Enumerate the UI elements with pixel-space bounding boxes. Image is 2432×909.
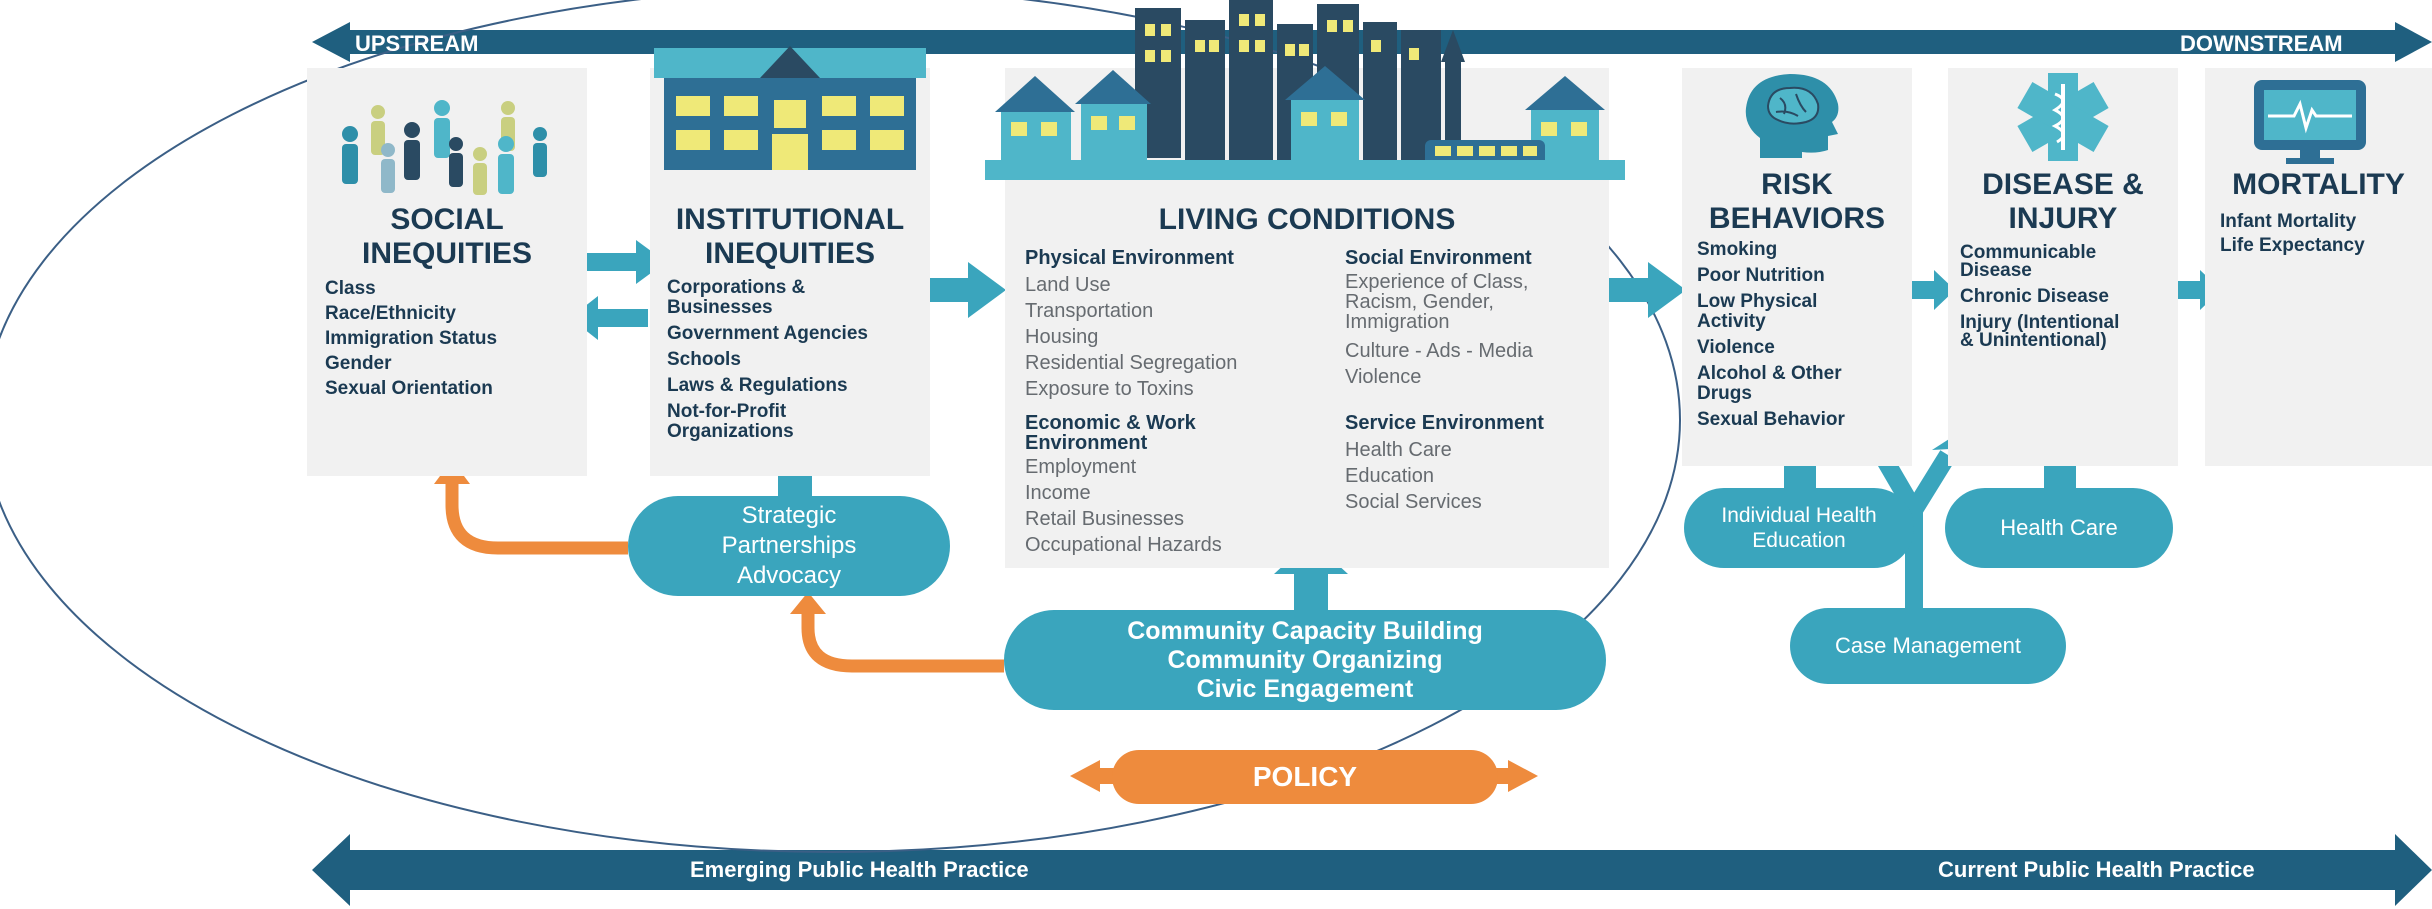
disease-item-communicable: Communicable Disease: [1960, 242, 2097, 281]
physical-item-transportation: Transportation: [1025, 300, 1154, 322]
social-item-sexual-orientation: Sexual Orientation: [325, 378, 493, 399]
social-item-class: Class: [325, 278, 376, 299]
community-capacity-pill: Community Capacity Building Community Or…: [1004, 610, 1606, 710]
living-conditions-title: LIVING CONDITIONS: [1158, 203, 1456, 236]
disease-injury-list: Communicable Disease Chronic Disease Inj…: [1960, 242, 2120, 351]
policy-pill: POLICY: [1112, 750, 1498, 804]
people-crowd-icon: [330, 78, 570, 198]
individual-health-education-pill: Individual Health Education: [1684, 488, 1914, 568]
strategic-partnerships-pill: Strategic Partnerships Advocacy: [628, 496, 950, 596]
economic-item-income: Income: [1025, 482, 1091, 504]
case-management-y-connector: [1874, 450, 1956, 612]
social-inequities-title: SOCIAL INEQUITIES: [361, 203, 533, 270]
risk-behaviors-list: Smoking Poor Nutrition Low Physical Acti…: [1697, 240, 1845, 430]
service-item-health-care: Health Care: [1345, 439, 1452, 461]
economic-item-retail: Retail Businesses: [1025, 508, 1184, 530]
social-env-item-culture: Culture - Ads - Media: [1345, 340, 1533, 362]
disease-injury-title: DISEASE & INJURY: [1982, 168, 2144, 235]
policy-label: POLICY: [1252, 761, 1358, 792]
physical-item-segregation: Residential Segregation: [1025, 352, 1238, 374]
institutional-item-schools: Schools: [667, 349, 741, 370]
orange-curve-to-social: [445, 482, 628, 555]
risk-item-physical-activity: Low Physical Activity: [1697, 291, 1818, 332]
physical-env-title: Physical Environment: [1025, 247, 1234, 269]
arrow-risk-to-disease: [1912, 270, 1955, 310]
economic-env-list: Employment Income Retail Businesses Occu…: [1025, 454, 1222, 558]
economic-env-title: Economic & Work Environment: [1025, 412, 1196, 454]
social-env-item-violence: Violence: [1345, 366, 1422, 388]
case-management-label: Case Management: [1835, 633, 2021, 658]
arrow-living-to-risk: [1608, 262, 1686, 318]
institutional-item-government: Government Agencies: [667, 323, 868, 344]
medical-star-icon: [2008, 70, 2118, 165]
heart-monitor-icon: [2250, 76, 2370, 166]
disease-item-injury: Injury (Intentional & Unintentional): [1960, 312, 2120, 351]
service-item-education: Education: [1345, 465, 1434, 487]
social-item-gender: Gender: [325, 353, 392, 374]
risk-item-sexual-behavior: Sexual Behavior: [1697, 409, 1845, 430]
economic-item-hazards: Occupational Hazards: [1025, 534, 1222, 556]
case-management-pill: Case Management: [1790, 608, 2066, 684]
mortality-item-life-expectancy: Life Expectancy: [2220, 235, 2365, 256]
brain-head-icon: [1740, 68, 1850, 163]
social-env-item-experience: Experience of Class, Racism, Gender, Imm…: [1345, 271, 1529, 333]
institutional-item-nonprofit: Not-for-Profit Organizations: [667, 401, 794, 442]
social-item-immigration: Immigration Status: [325, 328, 498, 349]
current-practice-label: Current Public Health Practice: [1938, 857, 2255, 882]
orange-head-strategic: [790, 592, 826, 614]
school-building-icon: [650, 40, 930, 175]
service-item-social-services: Social Services: [1345, 491, 1482, 513]
health-care-label: Health Care: [2000, 515, 2118, 540]
physical-item-land-use: Land Use: [1025, 274, 1111, 296]
upstream-label: UPSTREAM: [355, 31, 479, 56]
arrow-social-to-institutional: [585, 240, 666, 284]
risk-item-alcohol: Alcohol & Other Drugs: [1697, 363, 1842, 404]
mortality-item-infant: Infant Mortality: [2220, 211, 2357, 232]
service-env-list: Health Care Education Social Services: [1345, 437, 1482, 515]
risk-behaviors-title: RISK BEHAVIORS: [1708, 168, 1886, 235]
orange-curve-to-strategic: [801, 612, 1004, 673]
risk-item-nutrition: Poor Nutrition: [1697, 265, 1825, 286]
mortality-title: MORTALITY: [2232, 168, 2405, 201]
health-care-pill: Health Care: [1945, 488, 2173, 568]
service-env-title: Service Environment: [1345, 412, 1544, 434]
institutional-item-corporations: Corporations & Businesses: [667, 277, 806, 318]
social-env-list: Experience of Class, Racism, Gender, Imm…: [1345, 272, 1533, 390]
outline-ellipse: [0, 0, 1681, 853]
social-item-race: Race/Ethnicity: [325, 303, 456, 324]
institutional-inequities-title: INSTITUTIONAL INEQUITIES: [675, 203, 905, 270]
physical-item-housing: Housing: [1025, 326, 1099, 348]
physical-item-toxins: Exposure to Toxins: [1025, 378, 1194, 400]
mortality-list: Infant Mortality Life Expectancy: [2220, 210, 2365, 258]
economic-item-employment: Employment: [1025, 456, 1137, 478]
individual-health-education-label: Individual Health Education: [1721, 504, 1877, 552]
social-inequities-list: Class Race/Ethnicity Immigration Status …: [325, 276, 497, 401]
social-env-title: Social Environment: [1345, 247, 1532, 269]
downstream-label: DOWNSTREAM: [2180, 31, 2343, 56]
city-skyline-icon: [985, 0, 1625, 188]
risk-item-violence: Violence: [1697, 337, 1775, 358]
strategic-partnerships-label: Strategic Partnerships Advocacy: [721, 502, 857, 589]
disease-item-chronic: Chronic Disease: [1960, 286, 2109, 307]
institutional-item-laws: Laws & Regulations: [667, 375, 848, 396]
risk-item-smoking: Smoking: [1697, 239, 1778, 260]
community-capacity-label: Community Capacity Building Community Or…: [1127, 616, 1483, 703]
arrow-institutional-to-living: [930, 262, 1006, 318]
emerging-practice-label: Emerging Public Health Practice: [690, 857, 1029, 882]
arrow-institutional-to-social: [570, 296, 648, 340]
physical-env-list: Land Use Transportation Housing Resident…: [1025, 272, 1237, 402]
institutional-inequities-list: Corporations & Businesses Government Age…: [667, 278, 868, 442]
